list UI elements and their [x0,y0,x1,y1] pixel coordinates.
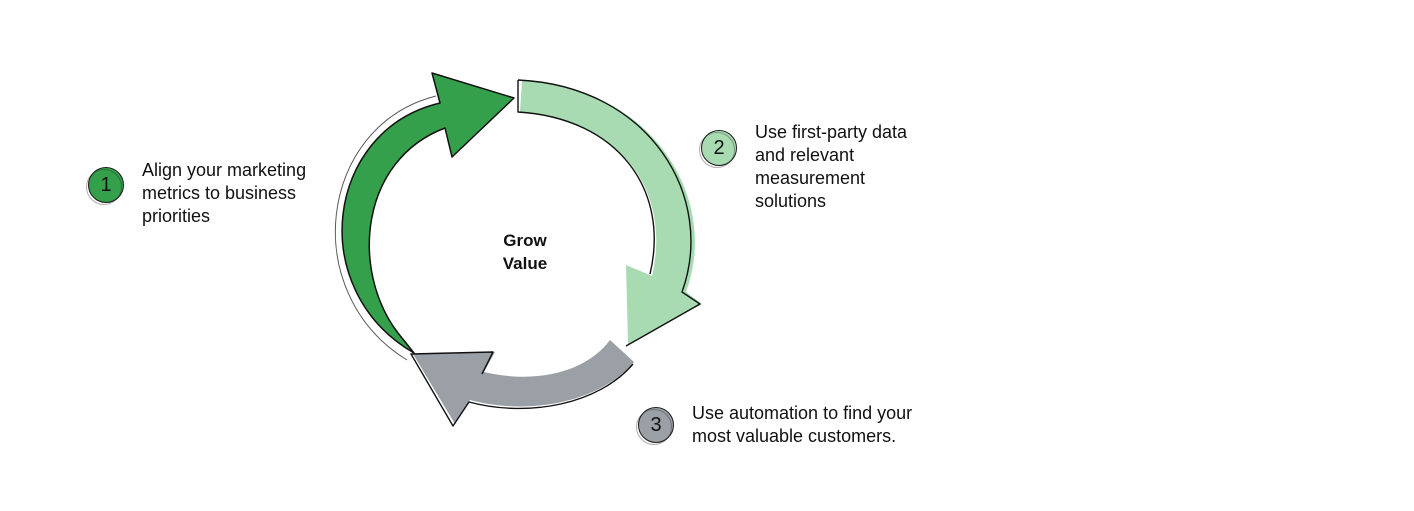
step-3-line-1: Use automation to find your [692,403,913,423]
step-2-badge: 2 [699,130,737,168]
step-3-number: 3 [650,413,662,436]
arrow-1-green [341,72,515,354]
step-1-line-3: priorities [142,206,211,226]
center-label-line-1: Grow [503,231,547,250]
arrow-2-lightgreen [520,80,702,344]
step-1-text: Align your marketing metrics to business… [142,159,306,228]
step-2-line-4: solutions [755,191,827,211]
center-label-line-2: Value [502,254,548,273]
step-1-line-1: Align your marketing [142,160,307,180]
step-2-text: Use first-party data and relevant measur… [755,121,907,213]
step-2-line-2: and relevant [755,145,855,165]
step-3-line-2: most valuable customers. [692,426,897,446]
step-1-badge: 1 [86,167,124,205]
step-1-number: 1 [100,173,112,196]
step-2-number: 2 [713,136,725,159]
step-3-badge: 3 [636,407,674,445]
arrow-3-grey [413,340,634,424]
step-3-text: Use automation to find your most valuabl… [692,402,912,448]
step-1-line-2: metrics to business [142,183,297,203]
step-2-line-3: measurement [755,168,866,188]
center-label: Grow Value [470,229,580,275]
step-2-line-1: Use first-party data [755,122,908,142]
